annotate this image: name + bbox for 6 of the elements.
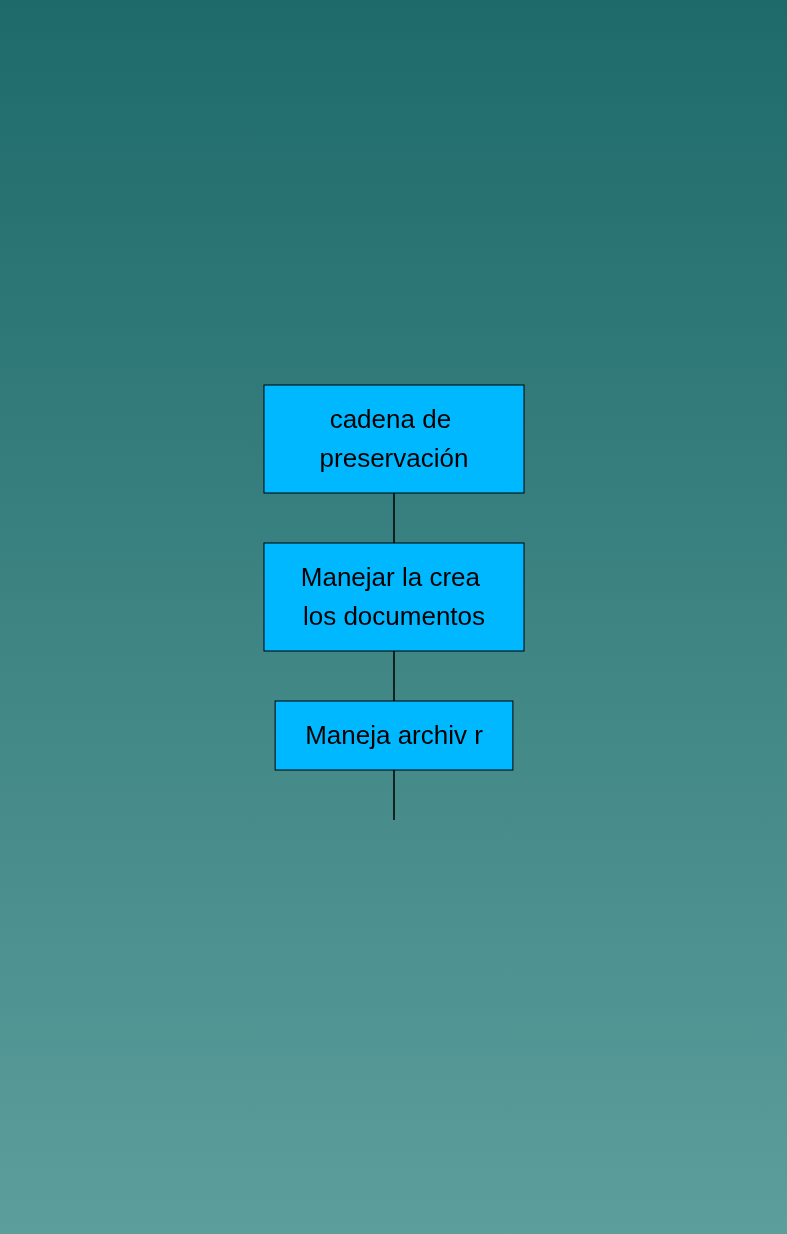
connector [392, 768, 395, 821]
connector [392, 491, 395, 544]
node-box: Manejar la crea los documentos [263, 542, 524, 651]
node-box: cadena de preservación [263, 384, 524, 493]
node-box: Maneja archiv r [274, 700, 513, 770]
connector [392, 649, 395, 702]
